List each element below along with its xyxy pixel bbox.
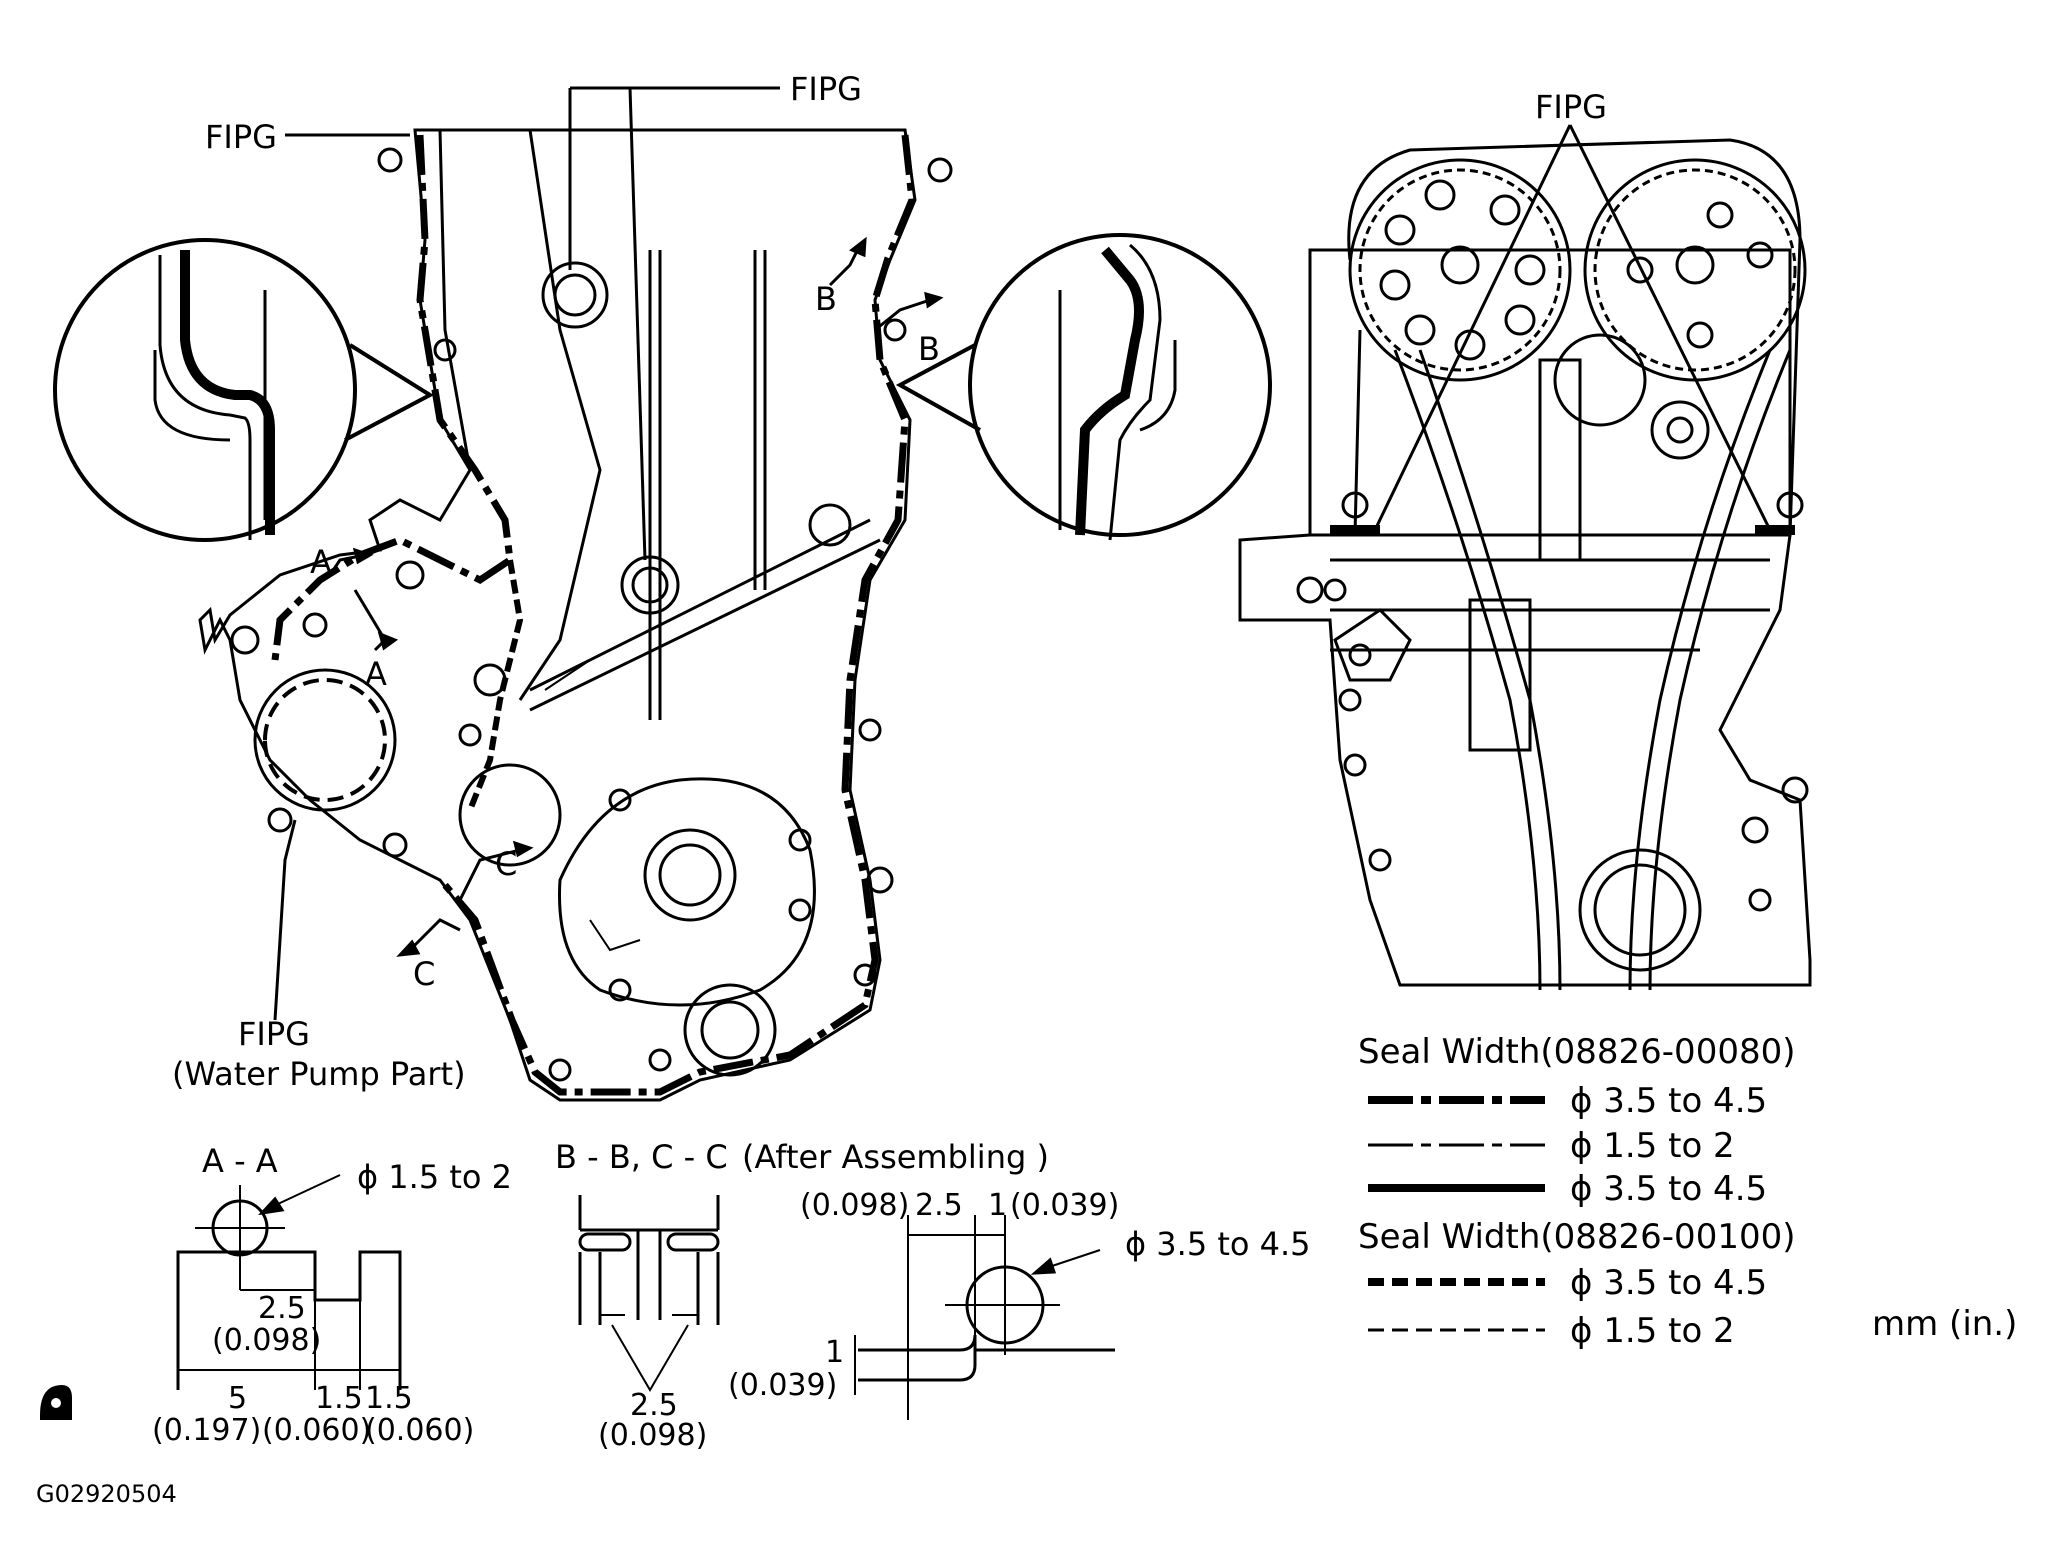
engine-front-drawing	[1238, 138, 1812, 991]
marker-c-upper: C	[495, 845, 517, 883]
section-cc	[854, 1215, 1115, 1420]
marker-b-left: B	[815, 280, 837, 318]
section-bb	[578, 1195, 720, 1392]
fipg-leaders-left	[273, 86, 780, 1021]
aa-dim-25-in: (0.098)	[212, 1323, 321, 1358]
bb-dim: 2.5	[630, 1388, 678, 1423]
aa-dim-15a-in: (0.060)	[262, 1413, 371, 1448]
aa-dim-15a: 1.5	[315, 1381, 363, 1416]
marker-a-upper: A	[310, 543, 332, 581]
legend-group1-title: Seal Width(08826-00080)	[1358, 1032, 1795, 1072]
section-markers	[328, 236, 944, 957]
aa-dim-15b: 1.5	[365, 1381, 413, 1416]
cc-dim-side-in: (0.039)	[728, 1368, 837, 1403]
aa-dim-5: 5	[228, 1381, 247, 1416]
aa-dim-25: 2.5	[258, 1291, 306, 1326]
fipg-leaders-right	[1373, 124, 1772, 531]
section-bb-title: B - B, C - C	[555, 1138, 728, 1176]
units-label: mm (in.)	[1872, 1304, 2017, 1344]
legend-group2-title: Seal Width(08826-00100)	[1358, 1217, 1795, 1257]
marker-b-right: B	[918, 330, 940, 368]
cc-dim-top2: 1	[988, 1188, 1007, 1223]
legend-item-3: ϕ 3.5 to 4.5	[1570, 1169, 1767, 1209]
figure-id: G02920504	[36, 1480, 177, 1508]
cc-diameter: ϕ 3.5 to 4.5	[1125, 1225, 1311, 1263]
manual-symbol-icon	[40, 1385, 72, 1420]
legend-item-5: ϕ 1.5 to 2	[1570, 1311, 1735, 1351]
cc-dim-top2-in: (0.039)	[1010, 1188, 1119, 1223]
fipg-label-top-left: FIPG	[205, 118, 277, 156]
detail-circle-left	[53, 238, 435, 542]
section-aa	[176, 1174, 402, 1390]
marker-a-lower: A	[365, 655, 387, 693]
marker-c-lower: C	[413, 955, 435, 993]
cc-dim-top: 2.5	[915, 1188, 963, 1223]
aa-dim-5-in: (0.197)	[152, 1413, 261, 1448]
section-aa-title: A - A	[202, 1142, 278, 1180]
fipg-label-water-pump: FIPG	[238, 1015, 310, 1053]
aa-dim-15b-in: (0.060)	[365, 1413, 474, 1448]
detail-circle-right	[895, 233, 1272, 541]
legend-item-1: ϕ 3.5 to 4.5	[1570, 1081, 1767, 1121]
water-pump-part-label: (Water Pump Part)	[172, 1055, 466, 1093]
cc-dim-top-in: (0.098)	[800, 1188, 909, 1223]
legend: Seal Width(08826-00080) ϕ 3.5 to 4.5 ϕ 1…	[1358, 1032, 2017, 1351]
bb-dim-in: (0.098)	[598, 1418, 707, 1453]
timing-cover-drawing	[198, 128, 953, 1102]
section-bb-note: (After Assembling )	[742, 1138, 1049, 1176]
section-aa-diameter: ϕ 1.5 to 2	[357, 1158, 512, 1196]
fipg-label-top-center: FIPG	[790, 70, 862, 108]
legend-item-4: ϕ 3.5 to 4.5	[1570, 1263, 1767, 1303]
fipg-label-right: FIPG	[1535, 88, 1607, 126]
legend-item-2: ϕ 1.5 to 2	[1570, 1126, 1735, 1166]
cc-dim-side: 1	[825, 1335, 844, 1370]
